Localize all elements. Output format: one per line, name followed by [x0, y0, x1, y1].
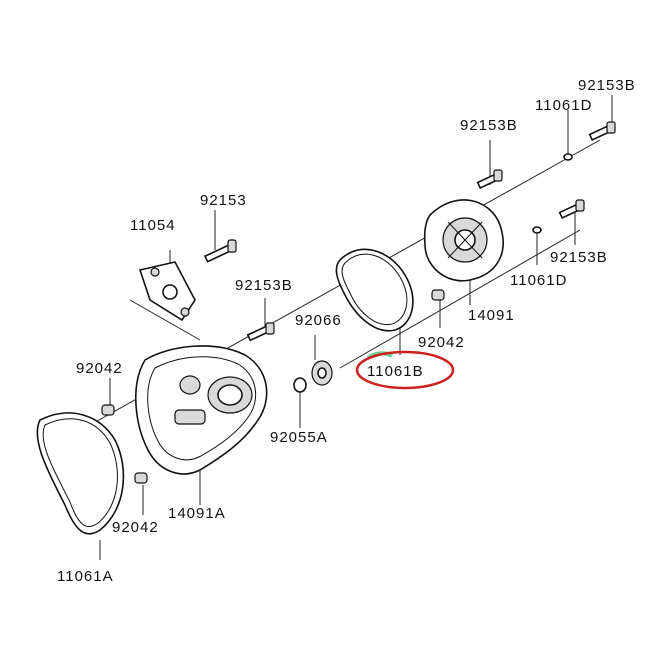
leader-lines — [89, 95, 613, 560]
label-92066: 92066 — [295, 312, 342, 329]
label-92042-bottom: 92042 — [112, 519, 159, 536]
washer-11061d-upper — [563, 153, 573, 161]
label-14091: 14091 — [468, 307, 515, 324]
cover-14091 — [423, 199, 504, 282]
bolt-92153b-far-right — [588, 121, 616, 142]
label-92153: 92153 — [200, 192, 247, 209]
washer-11061d-lower — [532, 226, 542, 234]
label-92055a: 92055A — [270, 429, 328, 446]
gear-92066 — [311, 360, 333, 386]
dowel-pin-92042-right — [431, 289, 445, 301]
label-92153b-left: 92153B — [235, 277, 293, 294]
dowel-pin-92042-upper — [101, 404, 115, 416]
label-14091a: 14091A — [168, 505, 226, 522]
bolt-92153b-top — [476, 169, 503, 190]
bracket-11054 — [138, 261, 196, 322]
cover-14091a — [135, 345, 268, 475]
label-11061b: 11061B — [367, 363, 424, 380]
gasket-11061b — [335, 248, 414, 332]
bolt-92153b-middle — [246, 322, 275, 342]
label-92153b-right: 92153B — [550, 249, 608, 266]
label-11061a: 11061A — [57, 568, 114, 585]
gasket-11061a — [36, 412, 125, 535]
oring-92055a — [293, 377, 307, 393]
label-11054: 11054 — [130, 217, 176, 234]
label-92042-right: 92042 — [418, 334, 465, 351]
label-92153b-mid: 92153B — [460, 117, 518, 134]
dowel-pin-92042-lower — [134, 472, 148, 484]
label-11061d-right: 11061D — [510, 272, 567, 289]
label-11061d-top: 11061D — [535, 97, 592, 114]
label-92042-left: 92042 — [76, 360, 123, 377]
bolt-92153 — [203, 239, 237, 263]
bolt-92153b-lower-right — [558, 199, 585, 220]
highlight-oval — [355, 350, 455, 390]
label-92153b-top: 92153B — [578, 77, 636, 94]
